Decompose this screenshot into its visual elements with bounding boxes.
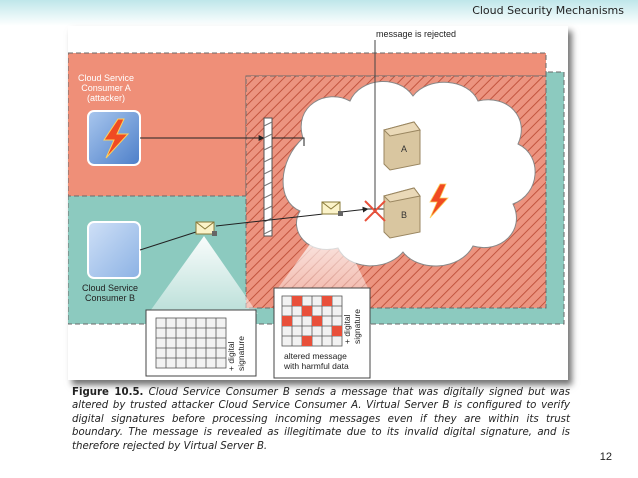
caption-text: Cloud Service Consumer B sends a message… (72, 387, 571, 452)
rejected-label: message is rejected (376, 29, 456, 39)
signed-document-left: + digital signature (145, 309, 257, 377)
envelope-icon (195, 221, 217, 236)
right-doc-side-2: signature (352, 309, 362, 344)
figure-caption: Figure 10.5. Cloud Service Consumer B se… (72, 386, 570, 453)
attack-lightning-icon (429, 183, 449, 219)
altered-envelope-icon (321, 201, 343, 216)
diagram-svg: message is rejected Cloud Service Consum… (67, 26, 568, 380)
right-doc-bottom-1: altered message (284, 351, 347, 361)
server-a-icon: A (383, 121, 421, 171)
server-a-label: A (401, 144, 407, 154)
document-grid-left (155, 317, 227, 369)
lightning-icon (103, 118, 130, 159)
consumer-a-label-1: Cloud Service (78, 73, 134, 83)
consumer-a-label-2: Consumer A (81, 83, 131, 93)
arrow-consumer-b (139, 231, 197, 251)
figure: message is rejected Cloud Service Consum… (67, 26, 568, 380)
consumer-b-label-2: Consumer B (85, 293, 135, 303)
server-b-icon: B (383, 187, 421, 239)
caption-label: Figure 10.5. (72, 387, 144, 398)
left-doc-side-1: + digital (226, 341, 236, 371)
consumer-a-icon (87, 110, 141, 166)
left-doc-side-2: signature (236, 336, 246, 371)
header-band (0, 0, 638, 26)
signature-beam-right (278, 214, 368, 288)
altered-document-right: + digital signature altered message with… (273, 287, 371, 379)
header-title: Cloud Security Mechanisms (472, 4, 624, 17)
page-number: 12 (599, 451, 612, 463)
right-doc-side-1: + digital (342, 314, 352, 344)
consumer-b-label-1: Cloud Service (82, 283, 138, 293)
server-b-label: B (401, 210, 407, 220)
right-doc-bottom-2: with harmful data (283, 361, 349, 371)
consumer-a-label-3: (attacker) (87, 93, 125, 103)
cloud-shape (282, 81, 536, 267)
arrow-a-to-cloud (272, 137, 305, 146)
reject-x-icon (364, 200, 386, 222)
consumer-b-icon (87, 221, 141, 279)
firewall-icon (263, 117, 273, 237)
signature-beam-left (148, 236, 258, 314)
altered-cells (282, 296, 342, 346)
